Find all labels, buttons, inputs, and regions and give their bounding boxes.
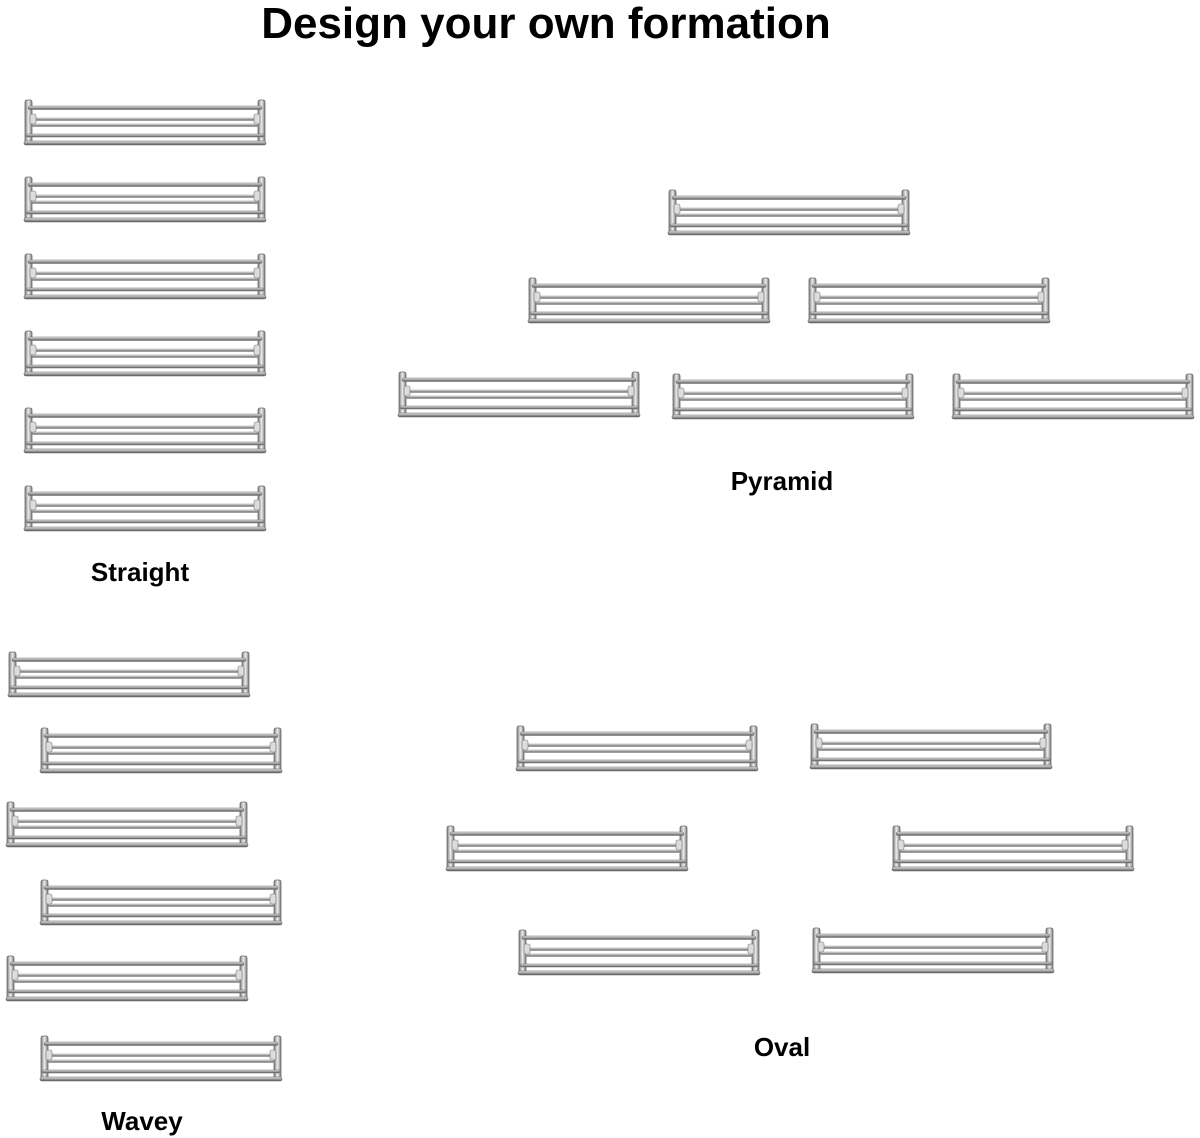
rack-icon — [4, 954, 250, 1006]
rack-icon — [516, 928, 762, 980]
rack-icon — [4, 800, 250, 852]
rack-icon — [22, 252, 268, 304]
rack-icon — [22, 98, 268, 150]
page-title: Design your own formation — [261, 0, 831, 48]
rack-icon — [38, 878, 284, 930]
rack-icon — [22, 406, 268, 458]
rack-icon — [666, 188, 912, 240]
rack-icon — [444, 824, 690, 876]
rack-icon — [806, 276, 1052, 328]
rack-icon — [890, 824, 1136, 876]
rack-icon — [950, 372, 1196, 424]
rack-icon — [22, 329, 268, 381]
pyramid-label: Pyramid — [730, 466, 834, 496]
oval-label: Oval — [753, 1032, 811, 1062]
rack-icon — [514, 724, 760, 776]
rack-icon — [396, 370, 642, 422]
rack-icon — [22, 484, 268, 536]
straight-label: Straight — [90, 557, 190, 587]
rack-icon — [808, 722, 1054, 774]
rack-icon — [22, 175, 268, 227]
rack-icon — [38, 726, 284, 778]
rack-icon — [38, 1034, 284, 1086]
rack-icon — [6, 650, 252, 702]
rack-icon — [810, 926, 1056, 978]
rack-icon — [670, 372, 916, 424]
rack-icon — [526, 276, 772, 328]
wavey-label: Wavey — [101, 1106, 183, 1136]
